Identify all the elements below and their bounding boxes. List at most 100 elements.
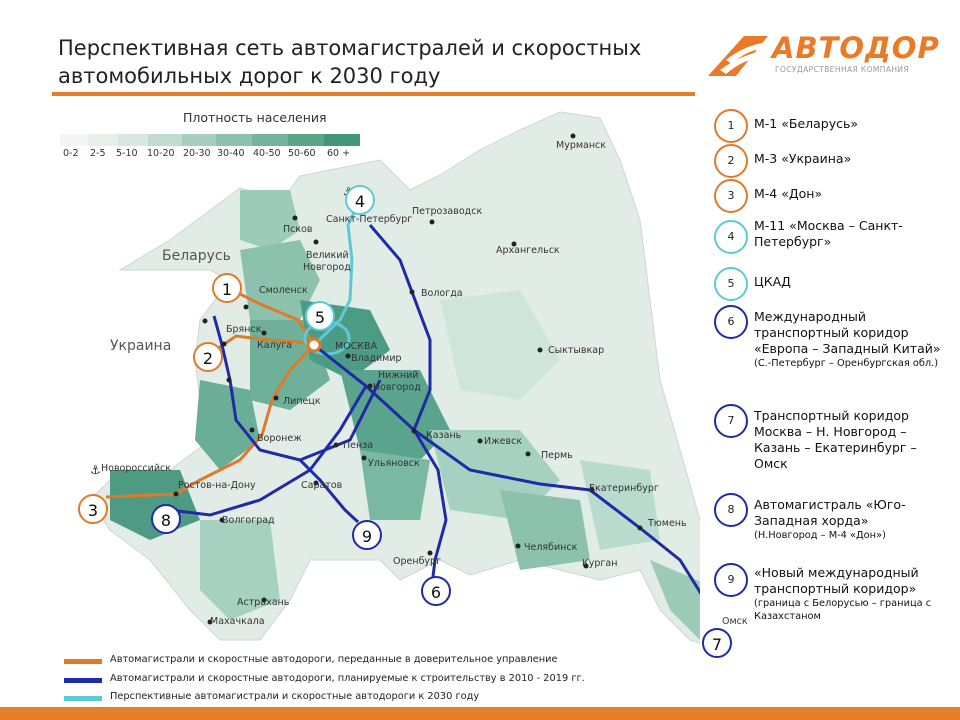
density-label: 60 + (327, 148, 351, 159)
side-legend-number: 3 (714, 179, 748, 213)
route-marker-2: 2 (193, 342, 223, 372)
city-label: Нижний (378, 370, 419, 381)
city-label: Воронеж (257, 433, 302, 444)
city-label: Вологда (421, 288, 463, 299)
city-label: Липецк (283, 396, 321, 407)
route-marker-1: 1 (212, 273, 242, 303)
russia-road-map: ⚓ ⚓ (89, 111, 700, 644)
density-label: 30-40 (217, 148, 245, 159)
side-legend-main: Международный транспортный коридор «Евро… (754, 309, 941, 356)
city-label: Махачкала (210, 616, 265, 627)
city-label: Астрахань (237, 597, 290, 608)
city-label: Калуга (257, 340, 293, 351)
route-m4 (105, 343, 316, 499)
city-label: Волгоград (222, 515, 275, 526)
route-marker-7: 7 (702, 628, 732, 658)
side-legend-number: 8 (714, 493, 748, 527)
side-legend-text: Автомагистраль «Юго-Западная хорда» (Н.Н… (754, 497, 924, 542)
route-9 (212, 315, 360, 524)
side-legend-text: Международный транспортный коридор «Евро… (754, 309, 956, 370)
footer-bar (0, 707, 960, 720)
city-label: Великий (306, 250, 349, 261)
side-legend-number: 7 (714, 404, 748, 438)
city-label: Мурманск (556, 140, 607, 151)
side-legend-number: 4 (714, 220, 748, 254)
city-label: Сыктывкар (548, 345, 605, 356)
side-legend-text: М-4 «Дон» (754, 186, 823, 201)
legend-line-cyan (64, 696, 102, 701)
side-legend-text: Транспортный коридор Москва – Н. Новгоро… (754, 408, 917, 471)
density-region (440, 290, 560, 400)
side-legend-main: Автомагистраль «Юго-Западная хорда» (754, 497, 906, 528)
side-legend-text: М-3 «Украина» (754, 151, 852, 166)
side-legend-text: М-1 «Беларусь» (754, 116, 859, 131)
route-6 (368, 224, 448, 586)
logo-subtitle: ГОСУДАРСТВЕННАЯ КОМПАНИЯ (775, 65, 910, 74)
city-label: Санкт-Петербург (326, 214, 413, 225)
side-legend-text: «Новый международный транспортный коридо… (754, 565, 954, 623)
title-line-2: автомобильных дорог к 2030 году (58, 64, 441, 88)
city-label: Ижевск (484, 436, 523, 447)
side-legend-number: 9 (714, 563, 748, 597)
density-region (240, 190, 300, 250)
avtodor-logo-icon (708, 36, 772, 76)
side-legend-number: 6 (714, 305, 748, 339)
side-legend-sub: (Н.Новгород – М-4 «Дон») (754, 530, 886, 541)
city-label: Казань (426, 430, 462, 441)
density-label: 0-2 (63, 148, 79, 159)
city-label: Брянск (226, 324, 262, 335)
moscow-marker (306, 337, 322, 353)
city-label: Екатеринбург (589, 483, 659, 494)
city-label: Омск (722, 616, 748, 627)
route-marker-4: 4 (345, 185, 375, 215)
route-marker-5: 5 (305, 301, 335, 331)
route-7 (313, 343, 700, 595)
city-label: Курган (582, 558, 618, 569)
logo-name: АВТОДОР (772, 31, 940, 65)
city-label: Оренбург (393, 556, 442, 567)
city-label: Новгород (303, 262, 351, 273)
side-legend-number: 5 (714, 267, 748, 301)
side-legend-sub: (С.-Петербург – Оренбургская обл.) (754, 358, 939, 369)
legend-text: Перспективные автомагистрали и скоростны… (110, 691, 480, 702)
country-label-belarus: Беларусь (162, 248, 231, 264)
density-region (360, 450, 430, 520)
density-scale (60, 134, 360, 146)
city-label: Псков (283, 224, 313, 235)
city-label: Новороссийск (101, 463, 171, 474)
route-marker-9: 9 (352, 520, 382, 550)
density-label: 10-20 (147, 148, 175, 159)
route-marker-8: 8 (151, 504, 181, 534)
city-label: Пермь (541, 450, 573, 461)
density-label: 50-60 (288, 148, 316, 159)
side-legend-number: 1 (714, 109, 748, 143)
legend-text: Автомагистрали и скоростные автодороги, … (110, 654, 558, 665)
route-m3 (209, 334, 315, 356)
city-label: Тюмень (648, 518, 687, 529)
city-dots (173, 133, 643, 625)
title-divider (52, 92, 695, 96)
legend-line-blue (64, 678, 102, 683)
city-label: Владимир (351, 353, 402, 364)
city-label: МОСКВА (335, 341, 378, 352)
city-label: Челябинск (524, 542, 578, 553)
density-label: 20-30 (183, 148, 211, 159)
legend-line-orange (64, 659, 102, 664)
side-legend-number: 2 (714, 144, 748, 178)
side-legend-sub: (граница с Белорусью – граница с Казахст… (754, 598, 932, 622)
anchor-icon: ⚓ (90, 463, 101, 477)
city-label: Пенза (343, 440, 374, 451)
side-legend-text: ЦКАД (754, 274, 791, 289)
city-label: Ростов-на-Дону (178, 480, 256, 491)
route-marker-6: 6 (421, 576, 451, 606)
route-9b (299, 379, 382, 462)
side-legend-main: «Новый международный транспортный коридо… (754, 565, 919, 596)
city-label: Ульяновск (368, 458, 420, 469)
city-label: Петрозаводск (412, 206, 483, 217)
city-label: Новгород (373, 382, 421, 393)
density-title: Плотность населения (183, 110, 327, 125)
density-region (195, 380, 260, 470)
country-label-ukraine: Украина (110, 338, 172, 354)
side-legend-text: М-11 «Москва – Санкт-Петербург» (754, 218, 903, 249)
route-8 (169, 385, 368, 517)
